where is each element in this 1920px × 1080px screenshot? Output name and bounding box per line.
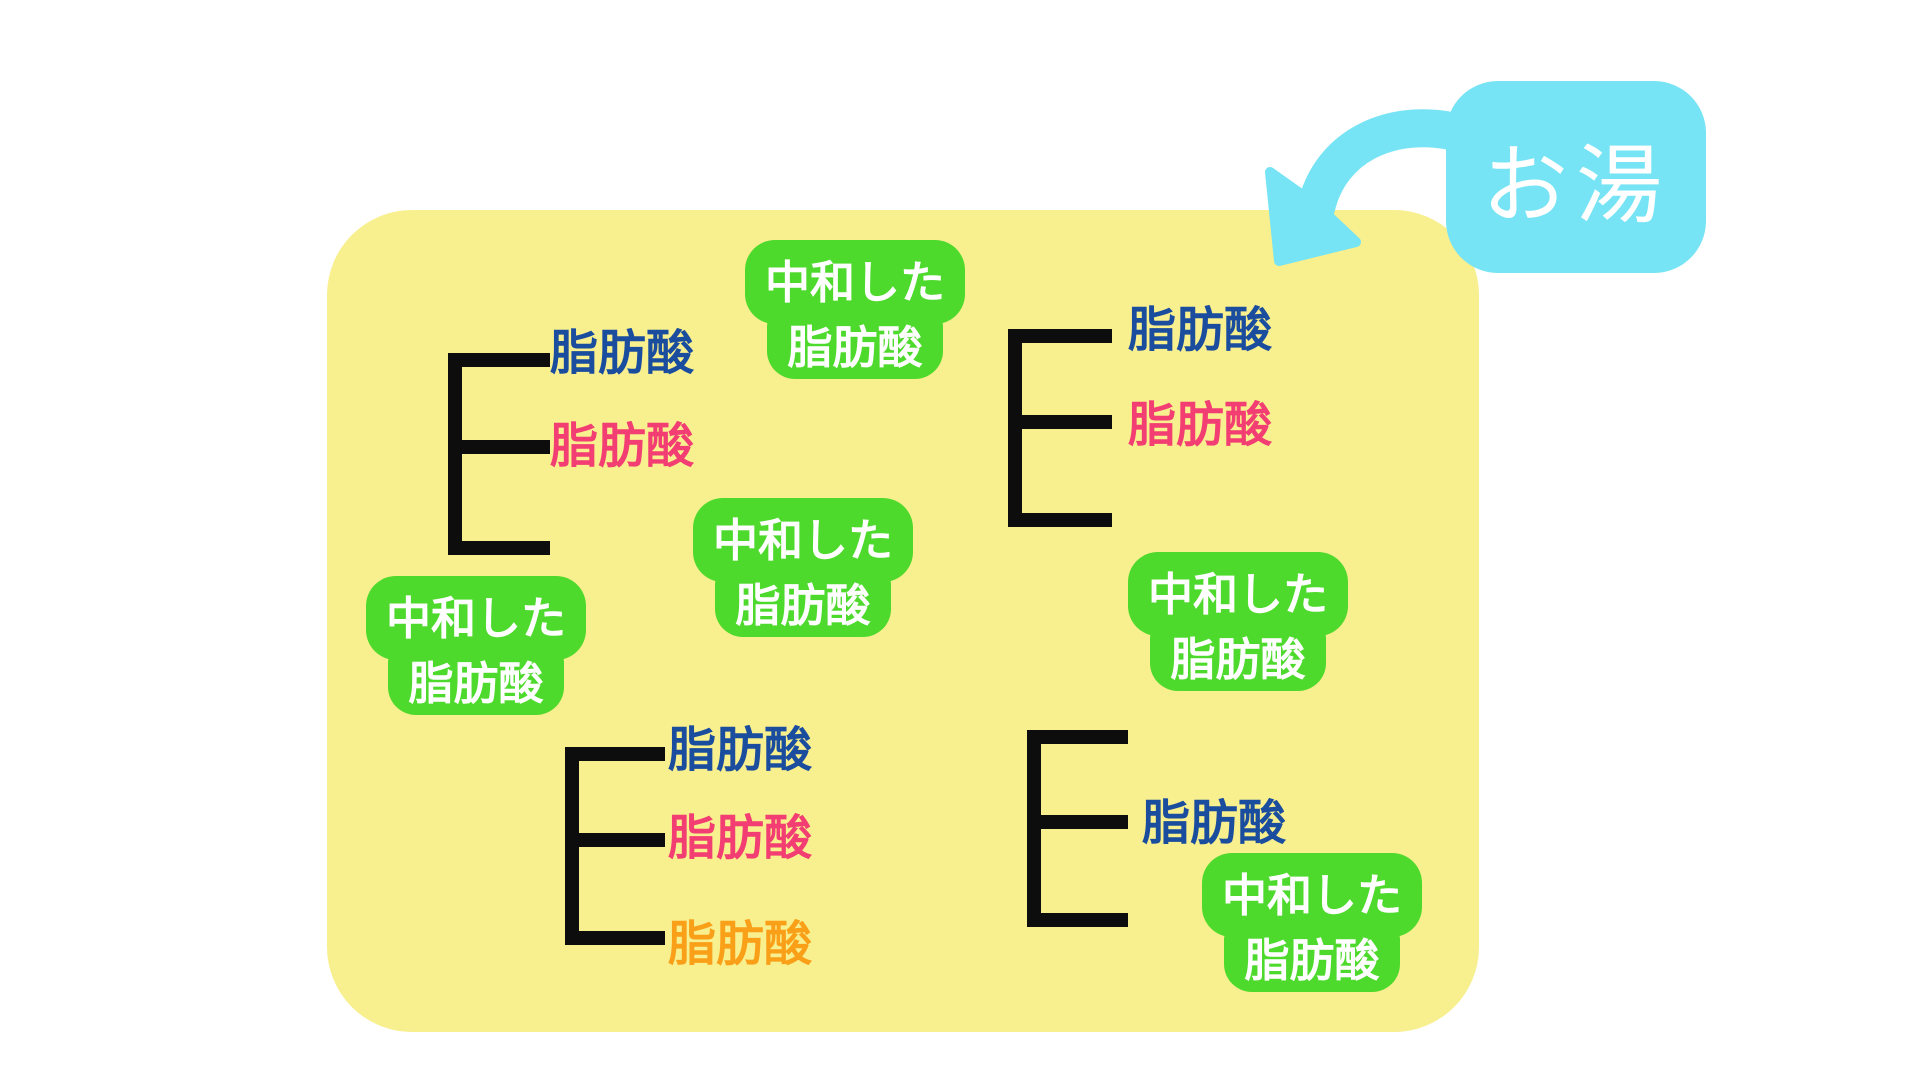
badge-line2: 脂肪酸 [787, 321, 923, 374]
glycerol-arm-top [1027, 730, 1128, 744]
badge-line2-box: 脂肪酸 [388, 652, 564, 715]
glycerol-arm-top [448, 353, 550, 367]
fatty-acid-label: 脂肪酸 [550, 418, 695, 474]
badge-line1-box: 中和した [693, 498, 913, 582]
glyceride-backbone-top-left [448, 353, 550, 555]
badge-line1-box: 中和した [745, 240, 965, 324]
badge-line2-box: 脂肪酸 [715, 574, 891, 637]
badge-line2: 脂肪酸 [735, 579, 871, 632]
glycerol-arm-middle [565, 833, 665, 847]
badge-line2: 脂肪酸 [1170, 633, 1306, 686]
badge-line1: 中和した [1221, 868, 1402, 922]
neutralized-fatty-acid-badge: 中和した 脂肪酸 [366, 576, 586, 715]
hot-water-label: お湯 [1482, 135, 1670, 236]
badge-line1-box: 中和した [1202, 853, 1422, 937]
badge-line1-box: 中和した [366, 576, 586, 660]
fatty-acid-label: 脂肪酸 [1142, 795, 1287, 851]
glycerol-arm-top [1008, 329, 1112, 343]
glycerol-arm-bottom [448, 541, 550, 555]
fatty-acid-label: 脂肪酸 [1128, 302, 1273, 358]
glycerol-arm-bottom [565, 931, 665, 945]
hot-water-label-box: お湯 [1446, 81, 1706, 273]
glyceride-backbone-bottom-left [565, 747, 665, 945]
badge-line1: 中和した [764, 255, 945, 309]
neutralized-fatty-acid-badge: 中和した 脂肪酸 [745, 240, 965, 379]
badge-line1: 中和した [385, 591, 566, 645]
fatty-acid-label: 脂肪酸 [668, 722, 813, 778]
fatty-acid-label: 脂肪酸 [668, 810, 813, 866]
neutralized-fatty-acid-badge: 中和した 脂肪酸 [1128, 552, 1348, 691]
neutralized-fatty-acid-badge: 中和した 脂肪酸 [693, 498, 913, 637]
fatty-acid-label: 脂肪酸 [1128, 397, 1273, 453]
badge-line1-box: 中和した [1128, 552, 1348, 636]
fatty-acid-label: 脂肪酸 [668, 916, 813, 972]
badge-line1: 中和した [1147, 567, 1328, 621]
glycerol-arm-middle [1027, 815, 1128, 829]
badge-line2-box: 脂肪酸 [1224, 929, 1400, 992]
neutralized-fatty-acid-badge: 中和した 脂肪酸 [1202, 853, 1422, 992]
badge-line1: 中和した [712, 513, 893, 567]
glycerol-arm-bottom [1027, 913, 1128, 927]
badge-line2-box: 脂肪酸 [767, 316, 943, 379]
glyceride-backbone-bottom-right [1027, 730, 1128, 927]
badge-line2: 脂肪酸 [1244, 934, 1380, 987]
badge-line2-box: 脂肪酸 [1150, 628, 1326, 691]
glyceride-backbone-top-right [1008, 329, 1112, 527]
fatty-acid-label: 脂肪酸 [550, 325, 695, 381]
badge-line2: 脂肪酸 [408, 657, 544, 710]
glycerol-vertical-line [448, 353, 462, 555]
glycerol-arm-bottom [1008, 513, 1112, 527]
glycerol-arm-middle [448, 440, 550, 454]
glycerol-arm-top [565, 747, 665, 761]
glycerol-arm-middle [1008, 415, 1112, 429]
